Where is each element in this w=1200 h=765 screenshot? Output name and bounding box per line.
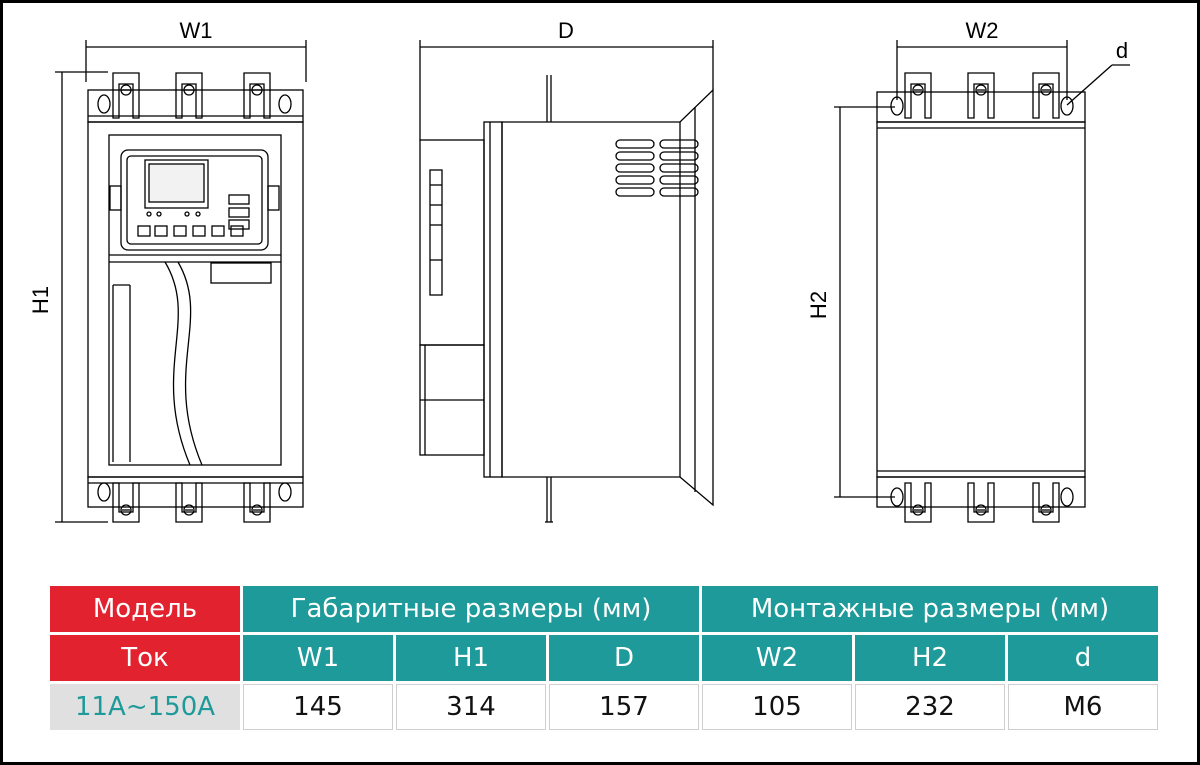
front-view [55, 40, 307, 523]
header-w2: W2 [702, 635, 852, 681]
header-w1: W1 [243, 635, 393, 681]
cell-h1: 314 [396, 684, 546, 730]
header-h1: H1 [396, 635, 546, 681]
header-current: Ток [50, 635, 240, 681]
table-header-row-1: Модель Габаритные размеры (мм) Монтажные… [50, 586, 1158, 632]
header-model: Модель [50, 586, 240, 632]
header-d: D [549, 635, 699, 681]
cell-w1: 145 [243, 684, 393, 730]
spec-table: Модель Габаритные размеры (мм) Монтажные… [47, 583, 1161, 733]
cell-w2: 105 [702, 684, 852, 730]
w2-label: W2 [966, 18, 999, 43]
header-overall-dimensions: Габаритные размеры (мм) [243, 586, 699, 632]
cell-hole: M6 [1008, 684, 1158, 730]
depth-label: D [558, 18, 574, 43]
h2-label: H2 [806, 291, 831, 319]
w1-label: W1 [180, 18, 213, 43]
dimension-drawing: W1 H1 D W2 d H2 [28, 18, 1130, 523]
cell-model: 11A~150A [50, 684, 240, 730]
hole-diameter-label: d [1116, 38, 1128, 63]
table-row: 11A~150A 145 314 157 105 232 M6 [50, 684, 1158, 730]
back-view [834, 40, 1130, 523]
cell-h2: 232 [855, 684, 1005, 730]
cell-d: 157 [549, 684, 699, 730]
header-mounting-dimensions: Монтажные размеры (мм) [702, 586, 1158, 632]
header-h2: H2 [855, 635, 1005, 681]
table-header-row-2: Ток W1 H1 D W2 H2 d [50, 635, 1158, 681]
header-hole: d [1008, 635, 1158, 681]
h1-label: H1 [28, 286, 53, 314]
side-view [419, 40, 714, 523]
